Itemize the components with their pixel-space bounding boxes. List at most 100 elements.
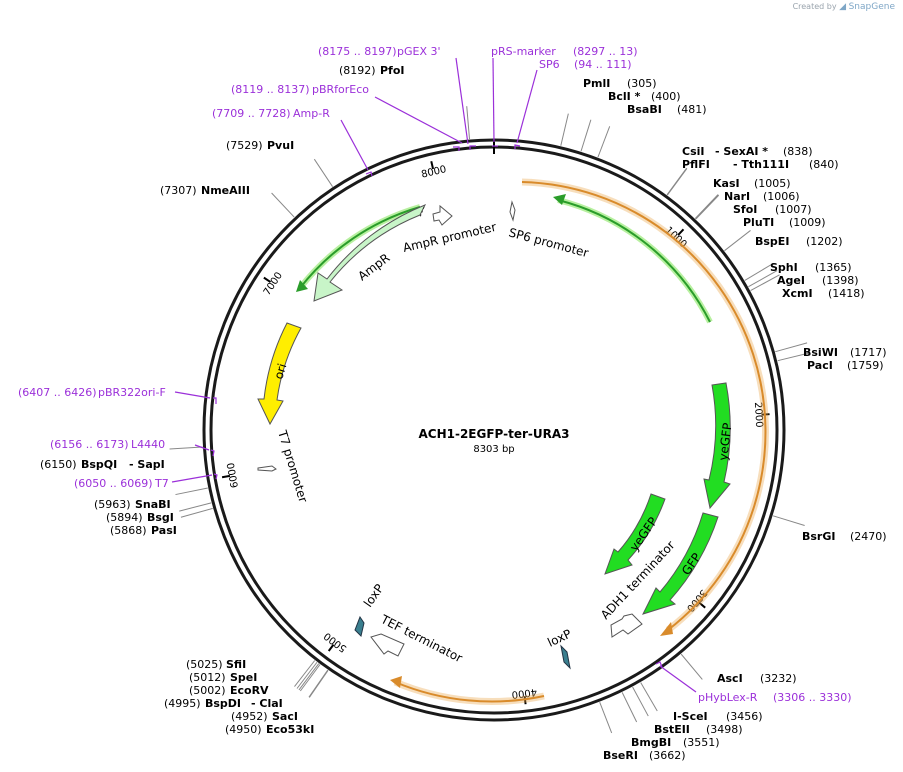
adh1-terminator-arrow[interactable] — [610, 613, 643, 638]
site-line-pasi — [180, 507, 213, 518]
site-pflfi: PflFI — [682, 158, 710, 171]
tick-mark-3000 — [698, 601, 706, 609]
ampr-arrow[interactable] — [313, 204, 427, 302]
site-pfoi: PfoI — [380, 64, 405, 77]
prs-marker-range: (8297 .. 13) — [573, 45, 638, 58]
site-eco53ki: Eco53kI — [266, 723, 314, 736]
orange-arc-bottom-core — [394, 681, 545, 703]
site-sfii: SfiI — [226, 658, 246, 671]
t7-promoter-label: T7 promoter — [275, 428, 310, 504]
site-pflfi-pos: (840) — [809, 158, 839, 171]
site-pluti: PluTI — [743, 216, 774, 229]
site-snabi: SnaBI — [135, 498, 171, 511]
site-bsgi-pos: (5894) — [106, 511, 143, 524]
site-line-bcli — [580, 119, 592, 152]
yegfp-right-arrow[interactable] — [703, 382, 731, 510]
site-bcli-pos: (400) — [651, 90, 681, 103]
site-line-asci — [680, 653, 703, 680]
tef-terminator-arrow[interactable] — [370, 633, 405, 657]
site-line-bseri — [599, 702, 613, 734]
tick-mark-8000 — [430, 160, 435, 170]
site-line-bmgbi — [621, 692, 638, 723]
site-bsrgi-pos: (2470) — [850, 530, 887, 543]
sp6-range: (94 .. 111) — [574, 58, 632, 71]
ori-label: ori — [271, 362, 289, 381]
pgex3-marker — [453, 146, 460, 151]
orange-arc-bottom-head — [390, 676, 402, 688]
site-bsiwi-pos: (1717) — [850, 346, 887, 359]
green-arc-top-right[interactable] — [557, 197, 713, 324]
site-bsgi: BsgI — [147, 511, 174, 524]
tick-mark-6000 — [221, 474, 231, 479]
site-bspei-pos: (1202) — [806, 235, 843, 248]
tick-label-5000: 5000 — [322, 630, 349, 654]
site-labels: PmlI (305) BclI * (400) BsaBI (481) CsiI… — [40, 64, 887, 762]
site-bseri: BseRI — [603, 749, 638, 762]
t7-leader — [171, 474, 213, 483]
site-pfoi-pos: (8192) — [339, 64, 376, 77]
site-line-spei — [296, 661, 318, 689]
site-spei-pos: (5012) — [189, 671, 226, 684]
ampr-promoter-arrow[interactable] — [432, 204, 453, 226]
site-line-sphi — [744, 263, 774, 281]
loxp-right-marker[interactable] — [560, 644, 571, 670]
tick-mark-7000 — [263, 276, 272, 283]
pgex3-leader — [455, 57, 469, 145]
site-ecorv: EcoRV — [230, 684, 269, 697]
prs-marker-leader — [492, 57, 495, 143]
site-bsabi: BsaBI — [627, 103, 662, 116]
pbr322ori-range: (6407 .. 6426) — [18, 386, 97, 399]
ampr-primer-leader — [340, 119, 369, 171]
loxp-left-marker[interactable] — [354, 615, 365, 637]
site-line-bsgi — [179, 502, 212, 512]
site-saci: SacI — [272, 710, 298, 723]
sp6-marker — [514, 144, 521, 149]
tick-label-8000: 8000 — [420, 164, 447, 180]
l4440-name: L4440 — [131, 438, 165, 451]
green-arc-top-right-core — [557, 199, 711, 323]
snapgene-logo: ◢ — [839, 2, 847, 12]
site-iscei-pos: (3456) — [726, 710, 763, 723]
site-iscei: I-SceI — [673, 710, 708, 723]
site-agei: AgeI — [777, 274, 805, 287]
t7-range: (6050 .. 6069) — [74, 477, 153, 490]
site-bsteii-pos: (3498) — [706, 723, 743, 736]
ori-arrow[interactable] — [257, 322, 302, 426]
green-arc-top-left-core — [299, 206, 421, 289]
plasmid-name: ACH1-2EGFP-ter-URA3 — [418, 427, 569, 441]
site-sexai: - SexAI * — [715, 145, 768, 158]
site-line-snabi — [175, 487, 208, 496]
phyblex-leader — [659, 665, 697, 693]
site-kasi-pos: (1005) — [754, 177, 791, 190]
site-bsteii: BstEII — [654, 723, 690, 736]
site-ecorv-pos: (5002) — [189, 684, 226, 697]
ampr-primer-name: Amp-R — [293, 107, 330, 120]
yegfp-middle-arrow[interactable] — [604, 493, 666, 575]
site-line-pfoi — [466, 106, 470, 140]
site-pasi: PasI — [151, 524, 177, 537]
phyblex-marker — [655, 661, 663, 668]
ampr-label: AmpR — [355, 251, 392, 284]
site-line-pflfi — [666, 168, 688, 196]
l4440-leader — [194, 444, 210, 451]
green-arc-top-right-head — [553, 194, 566, 205]
site-pvui-pos: (7529) — [226, 139, 263, 152]
tick-label-2000: 2000 — [752, 402, 764, 428]
site-bspqi: BspQI — [81, 458, 117, 471]
site-pvui: PvuI — [267, 139, 294, 152]
site-xcmi-pos: (1418) — [828, 287, 865, 300]
t7-promoter-arrow[interactable] — [257, 465, 277, 472]
site-line-bsabi — [597, 126, 611, 158]
site-line-bspdi — [299, 664, 321, 692]
site-nmeaiii-pos: (7307) — [160, 184, 197, 197]
gfp-arrow[interactable] — [642, 512, 719, 615]
orange-arc-right-head — [660, 622, 673, 636]
site-line-agei — [748, 270, 778, 288]
sp6-promoter-arrow[interactable] — [509, 200, 516, 222]
site-paci: PacI — [807, 359, 833, 372]
site-line-iscei — [640, 682, 658, 712]
pbr322ori-marker — [213, 397, 217, 404]
tick-mark-5000 — [327, 644, 335, 652]
pbrforeco-marker — [469, 145, 476, 150]
site-pmli-pos: (305) — [627, 77, 657, 90]
